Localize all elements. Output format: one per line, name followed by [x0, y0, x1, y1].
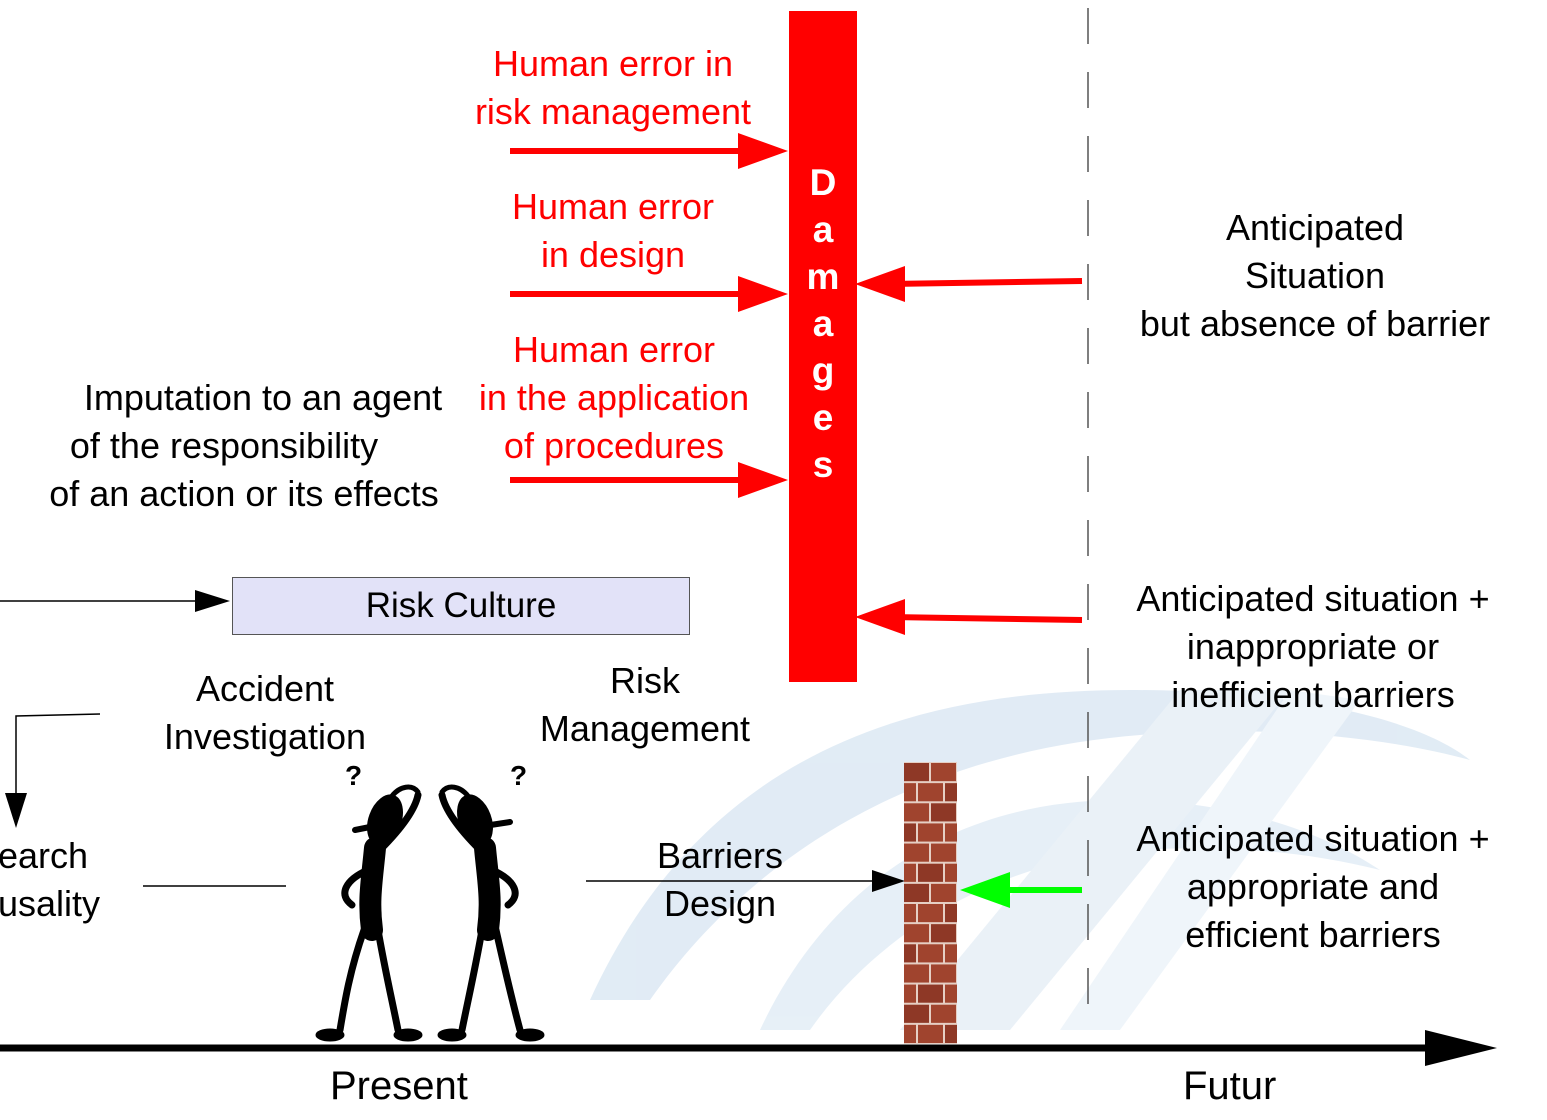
arrowhead-inappropriate-barriers [855, 599, 905, 635]
anticipated-no-barrier-label: Anticipated Situation but absence of bar… [1139, 207, 1491, 344]
arrowhead-no-barrier [855, 266, 905, 302]
two-thinking-stick-figures-icon: ? ? [315, 760, 545, 1042]
brick [931, 803, 956, 822]
brick [904, 863, 916, 882]
brick [931, 843, 956, 862]
brick [931, 1004, 956, 1023]
brick [918, 1024, 943, 1043]
arrowhead-appropriate-barriers [960, 872, 1010, 908]
brick [945, 904, 957, 923]
left-figure: ? [315, 760, 423, 1042]
brick [918, 944, 943, 963]
arrowhead-design [738, 276, 788, 312]
anticipated-arrows [855, 266, 1083, 908]
black-connectors [0, 590, 905, 892]
risk-culture-label: Risk Culture [365, 586, 557, 625]
human-error-arrows [510, 133, 788, 498]
arrow-inappropriate-barriers [884, 614, 1083, 623]
brick [931, 883, 956, 902]
brick [904, 1024, 916, 1043]
brick [945, 984, 957, 1003]
brick [945, 863, 957, 882]
brick [918, 984, 943, 1003]
brick [904, 803, 929, 822]
human-error-design-label: Human error in design [511, 186, 715, 275]
brick [904, 964, 929, 983]
anticipated-inappropriate-label: Anticipated situation + inappropriate or… [1136, 578, 1490, 715]
barriers-design-arrowhead [872, 870, 905, 892]
human-error-application-label: Human error in the application of proced… [478, 329, 750, 466]
investigation-connector [15, 713, 101, 800]
brick [945, 823, 957, 842]
investigation-arrowhead [5, 793, 27, 828]
damages-bar: D a m a g e s [789, 11, 857, 682]
brick [904, 883, 929, 902]
brick [918, 904, 943, 923]
arrowhead-application [738, 462, 788, 498]
brick [904, 944, 916, 963]
futur-label: Futur [1183, 1064, 1277, 1108]
brick [904, 783, 916, 802]
brick [904, 984, 916, 1003]
risk-culture-arrowhead [195, 590, 230, 612]
present-label: Present [330, 1064, 468, 1108]
time-axis [0, 1030, 1497, 1066]
brick [904, 843, 929, 862]
svg-text:?: ? [345, 760, 362, 791]
brick-wall-icon [904, 762, 957, 1044]
risk-culture-box: Risk Culture [232, 577, 690, 635]
time-axis-arrowhead [1425, 1030, 1497, 1066]
brick [918, 823, 943, 842]
brick [904, 1004, 929, 1023]
brick [904, 763, 929, 782]
human-error-risk-management-label: Human error in risk management [474, 43, 752, 132]
arrow-no-barrier [884, 278, 1083, 287]
brick [931, 763, 956, 782]
brick [904, 823, 916, 842]
brick [945, 944, 957, 963]
arrowhead-risk-management [738, 133, 788, 169]
svg-text:?: ? [510, 760, 527, 791]
brick [918, 783, 943, 802]
search-causality-label: earch usality [0, 835, 101, 924]
brick [931, 924, 956, 943]
barriers-design-label: Barriers Design [656, 835, 784, 924]
imputation-label: Imputation to an agent of the responsibi… [49, 377, 443, 514]
damages-label: D a m a g e s [806, 162, 840, 485]
brick [918, 863, 943, 882]
brick [904, 924, 929, 943]
anticipated-appropriate-label: Anticipated situation + appropriate and … [1136, 818, 1490, 955]
risk-management-label: Risk Management [539, 660, 751, 749]
brick [945, 1024, 957, 1043]
brick [931, 964, 956, 983]
right-figure: ? [437, 760, 545, 1042]
brick [945, 783, 957, 802]
accident-investigation-label: Accident Investigation [163, 668, 367, 757]
brick [904, 904, 916, 923]
